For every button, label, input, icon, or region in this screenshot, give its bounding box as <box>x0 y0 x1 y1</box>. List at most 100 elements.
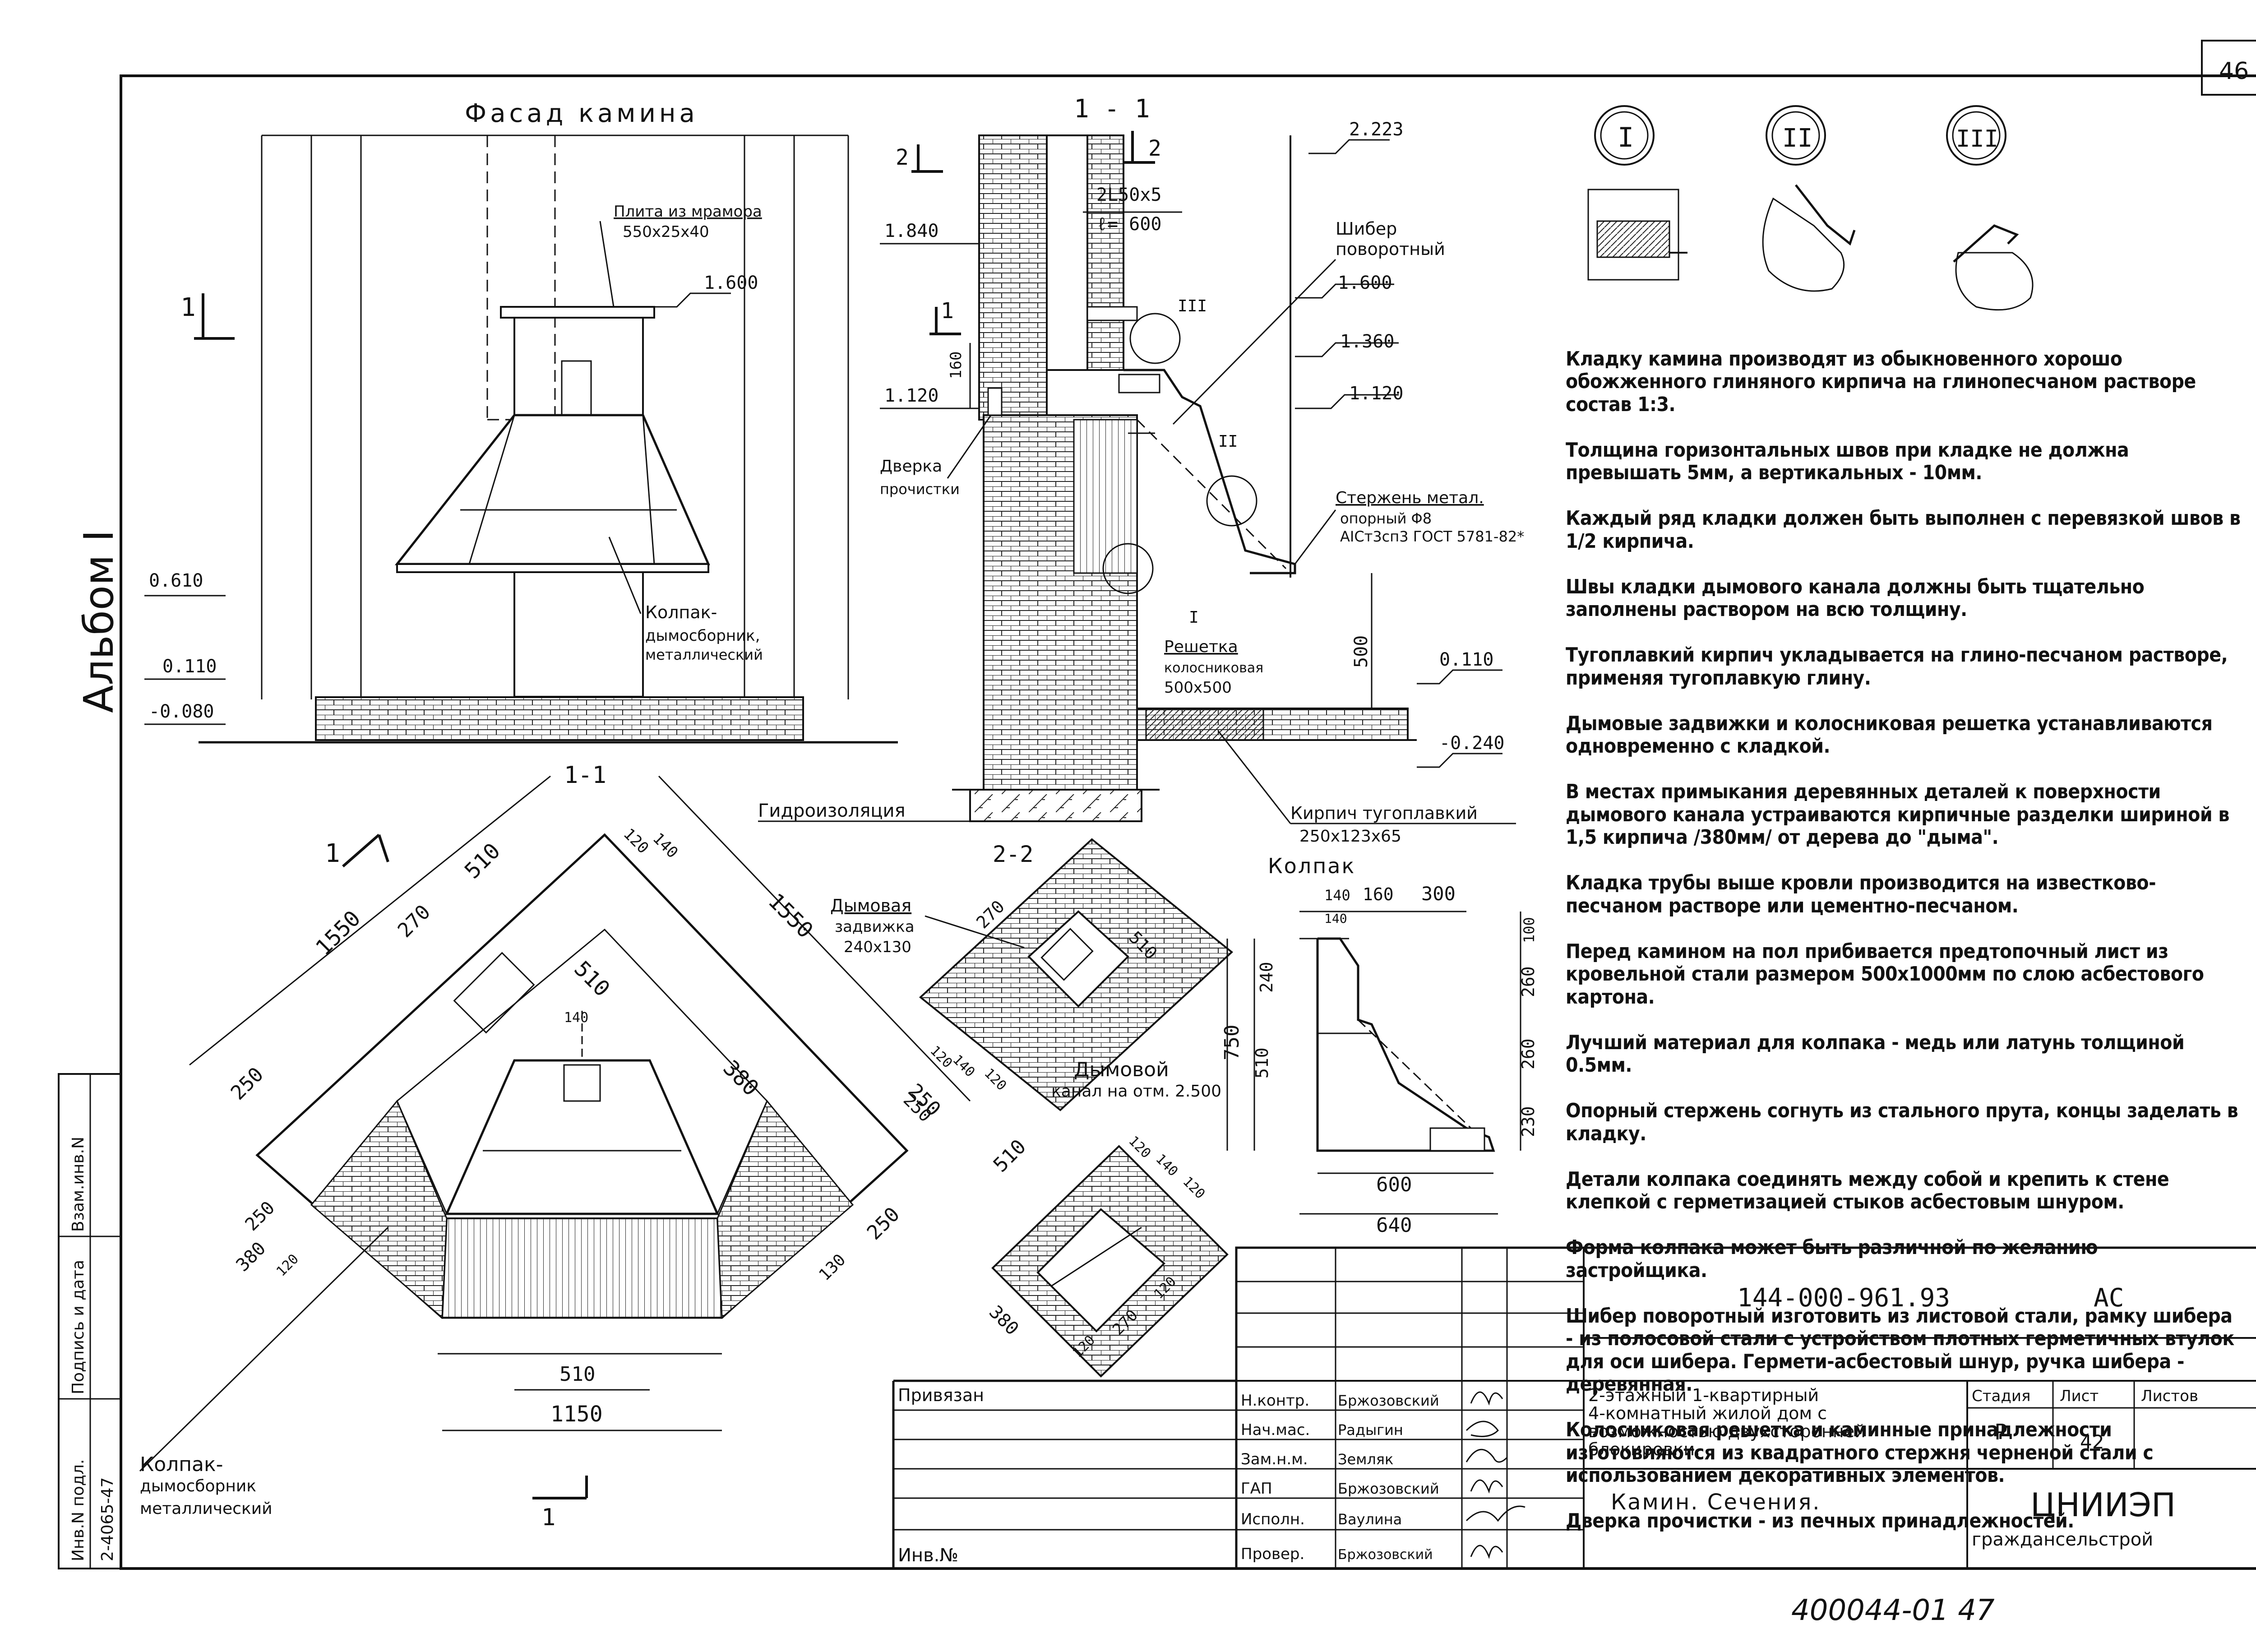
low-dim-140: 140 <box>1152 1151 1181 1180</box>
section-mark-2a: 2 <box>896 145 909 170</box>
note-item: Дымовые задвижки и колосниковая решетка … <box>1566 712 2213 758</box>
level-0110: 0.110 <box>1439 649 1493 670</box>
door-label-2: прочистки <box>880 481 960 498</box>
cap-dim-750: 750 <box>1220 1025 1244 1060</box>
cap-dim-260a: 260 <box>1518 966 1538 997</box>
level-1120-right: 1.120 <box>1349 383 1403 404</box>
plan-section-mark-top: 1 <box>325 839 340 868</box>
note-item: Форма колпака может быть различной по же… <box>1566 1236 2098 1282</box>
callout-marker-ii: II <box>1218 432 1238 451</box>
section-1-1-title: 1 - 1 <box>1074 94 1150 124</box>
level-1120-left: 1.120 <box>884 385 938 406</box>
callout-details: I II III <box>1587 105 2034 311</box>
note-item: Тугоплавкий кирпич укладывается на глино… <box>1566 643 2228 689</box>
drawing-code: 144-000-961.93 <box>1737 1283 1950 1313</box>
note-item: Кладку камина производят из обыкновенног… <box>1566 347 2196 416</box>
section-mark-2b: 2 <box>1148 136 1161 161</box>
sheet-header: Лист <box>2060 1387 2099 1405</box>
plan-cap-label-1: Колпак- <box>140 1453 223 1476</box>
dim-500: 500 <box>1351 635 1372 668</box>
callout-marker-i: I <box>1189 608 1199 627</box>
role-1: Нач.мас. <box>1241 1421 1310 1439</box>
cap-dim-600: 600 <box>1376 1173 1412 1196</box>
s22-dim-120a: 120 <box>927 1043 955 1071</box>
plan-dim-130: 130 <box>815 1250 849 1284</box>
project-line-1: 2-этажный 1-квартирный <box>1588 1385 1819 1405</box>
cap-dim-260b: 260 <box>1518 1038 1538 1069</box>
cap-detail: Колпак 140 160 300 140 100 240 260 510 2… <box>1220 854 1538 1237</box>
title-block-text: 144-000-961.93 АС Привязан Инв.№ Н.контр… <box>898 1283 2198 1566</box>
damper-label-3: 240x130 <box>844 938 911 956</box>
grate-label-2: колосниковая <box>1164 660 1263 676</box>
rod-label-2: опорный Φ8 <box>1340 510 1432 527</box>
facade-cap-label-2: дымосборник, <box>645 627 760 645</box>
facade-level-0110: 0.110 <box>162 656 217 677</box>
section-2-2-title: 2-2 <box>993 841 1033 867</box>
lower-section: 510 120 140 120 380 120 270 120 <box>985 1133 1229 1378</box>
cap-dim-100: 100 <box>1521 917 1538 943</box>
shiber-label-2: поворотный <box>1336 239 1445 259</box>
detail-ii-label: II <box>1782 124 1812 153</box>
note-item: Опорный стержень согнуть из стального пр… <box>1566 1099 2238 1145</box>
plan-cap-label-2: дымосборник <box>140 1477 256 1495</box>
plan-dim-250-low: 250 <box>241 1197 279 1235</box>
angle-label-2: ℓ= 600 <box>1096 214 1161 235</box>
plan-dim-1550-left: 1550 <box>311 906 365 960</box>
waterproof-label: Гидроизоляция <box>758 801 906 821</box>
note-item: Перед камином на пол прибивается предтоп… <box>1566 939 2204 1009</box>
rod-label-3: AIСт3сп3 ГОСТ 5781-82* <box>1340 528 1524 545</box>
section-mark-1: 1 <box>941 298 954 324</box>
low-dim-120b: 120 <box>1179 1174 1208 1202</box>
note-item: Швы кладки дымового канала должны быть т… <box>1566 575 2145 621</box>
facade-level-0610: 0.610 <box>149 570 203 591</box>
plan-dim-120: 120 <box>620 825 652 857</box>
stamp-sign-date: Подпись и дата <box>69 1260 88 1394</box>
name-2: Земляк <box>1338 1451 1393 1468</box>
plan-dim-250-lowright: 250 <box>863 1203 904 1245</box>
facade-level-m0080: -0.080 <box>149 701 214 722</box>
cap-dim-140b: 140 <box>1324 911 1347 926</box>
role-2: Зам.н.м. <box>1241 1450 1308 1468</box>
name-5: Бржозовский <box>1338 1547 1433 1563</box>
low-dim-380: 380 <box>985 1302 1023 1340</box>
shiber-label-1: Шибер <box>1336 219 1397 239</box>
role-4: Исполн. <box>1241 1510 1305 1528</box>
section-1-1: 1 - 1 III II I 2 2 1 <box>758 94 1524 846</box>
plan-cap-label-3: металлический <box>140 1499 273 1518</box>
note-item: Толщина горизонтальных швов при кладке н… <box>1566 438 2129 484</box>
plan-dim-120-low: 120 <box>273 1251 302 1280</box>
title-block <box>892 1246 2256 1570</box>
rod-label-1: Стержень метал. <box>1336 489 1484 507</box>
low-dim-510: 510 <box>989 1135 1031 1177</box>
callout-marker-iii: III <box>1178 297 1207 315</box>
notes-block: Кладку камина производят из обыкновенног… <box>1566 325 2242 1555</box>
facade-cap-label-3: металлический <box>645 646 763 663</box>
marble-slab <box>500 306 655 319</box>
grate-label-1: Решетка <box>1164 638 1238 656</box>
facade-section-mark: 1 <box>180 293 196 322</box>
channel-label-2: канал на отм. 2.500 <box>1051 1082 1221 1101</box>
level-1360: 1.360 <box>1340 331 1394 352</box>
cap-dim-140a: 140 <box>1324 887 1350 904</box>
plan-dim-1150: 1150 <box>550 1402 603 1427</box>
s22-dim-140: 140 <box>949 1052 978 1080</box>
note-item: Каждый ряд кладки должен быть выполнен с… <box>1566 507 2241 553</box>
note-item: Дверка прочистки - из печных принадлежно… <box>1566 1509 2074 1532</box>
facade-level-1600: 1.600 <box>704 273 758 293</box>
note-item: Колосниковая решетка и каминные принадле… <box>1566 1418 2154 1487</box>
s22-dim-120b: 120 <box>981 1065 1009 1094</box>
sheet-title: Камин. Сечения. <box>1611 1490 1821 1515</box>
side-stamp: Инв.N подл. Подпись и дата Взам.инв.N 2-… <box>58 1073 122 1569</box>
note-item: Детали колпака соединять между собой и к… <box>1566 1167 2169 1213</box>
inv-no-label: Инв.№ <box>898 1545 958 1566</box>
section-2-2: 2-2 Дымовая задвижка 240x130 270 510 120… <box>830 838 1234 1126</box>
role-0: Н.контр. <box>1241 1392 1309 1410</box>
name-0: Бржозовский <box>1338 1392 1439 1409</box>
plan-dim-380-low: 380 <box>232 1238 270 1276</box>
cap-detail-title: Колпак <box>1268 854 1355 878</box>
stamp-vzam: Взам.инв.N <box>69 1137 88 1232</box>
note-item: Шибер поворотный изготовить из листовой … <box>1566 1304 2234 1396</box>
cap-dim-160: 160 <box>1363 884 1394 904</box>
angle-label-1: 2L50x5 <box>1096 185 1162 205</box>
project-line-4: блокировки. <box>1588 1439 1700 1459</box>
